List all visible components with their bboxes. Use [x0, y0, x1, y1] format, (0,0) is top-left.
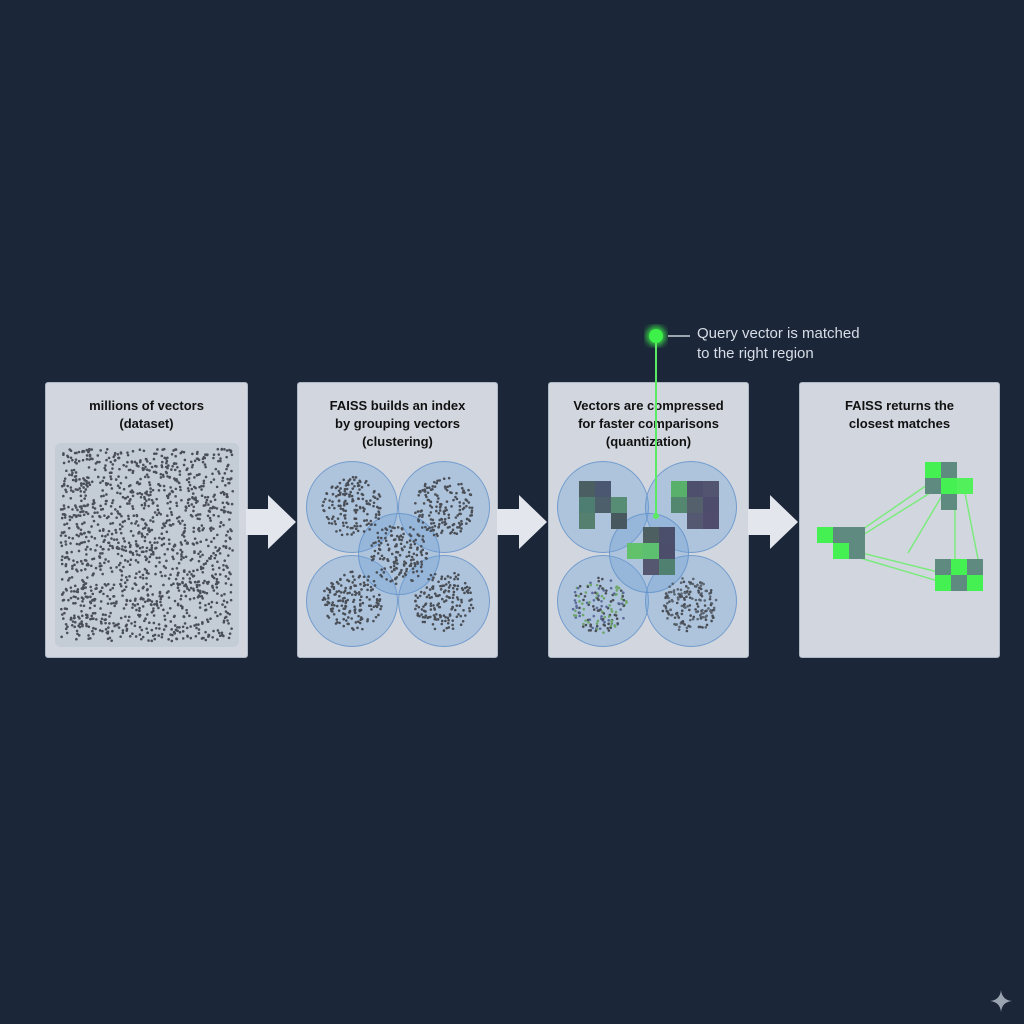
vector-scatter	[55, 443, 239, 647]
arrow-right-icon	[748, 495, 798, 549]
match-connections	[849, 482, 979, 582]
arrow-right-icon	[246, 495, 296, 549]
panel-results: FAISS returns the closest matches	[799, 382, 1000, 658]
sparkle-icon	[990, 990, 1012, 1012]
arrow-right-icon	[497, 495, 547, 549]
panel-quantization: Vectors are compressed for faster compar…	[548, 382, 749, 658]
cluster-points	[571, 576, 718, 634]
panel-title-dataset: millions of vectors (dataset)	[89, 398, 204, 431]
panel-dataset: millions of vectors (dataset)	[45, 382, 248, 658]
panel-clustering: FAISS builds an index by grouping vector…	[297, 382, 498, 658]
panel-title-clustering: FAISS builds an index by grouping vector…	[329, 398, 466, 449]
query-label: Query vector is matched to the right reg…	[697, 325, 860, 362]
query-connector	[646, 326, 690, 519]
panel-title-results: FAISS returns the closest matches	[844, 398, 955, 431]
panel-title-quantization: Vectors are compressed for faster compar…	[573, 398, 724, 449]
cluster-points	[321, 475, 475, 632]
